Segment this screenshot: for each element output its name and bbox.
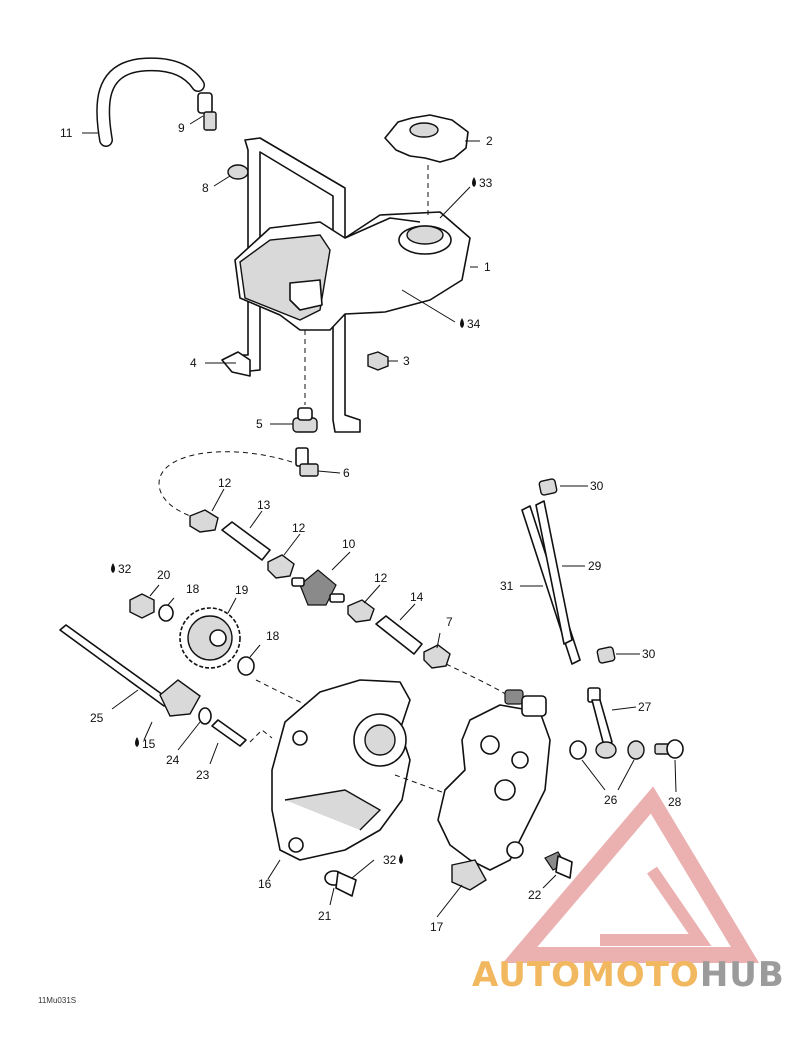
oil-filter [291, 569, 345, 606]
oil-drop-icon [111, 563, 115, 573]
callout-30a: 30 [590, 479, 604, 493]
callout-10: 10 [342, 537, 356, 551]
callout-20: 20 [157, 568, 171, 582]
vent-hose [96, 57, 205, 147]
pump-cover [271, 679, 411, 861]
callout-34: 34 [467, 317, 481, 331]
watermark-logo [502, 786, 760, 963]
cable-guide-rod [521, 500, 581, 665]
callout-32a: 32 [118, 562, 132, 576]
callout-16: 16 [258, 877, 272, 891]
washer [569, 740, 587, 760]
callout-30b: 30 [642, 647, 656, 661]
callout-17: 17 [430, 920, 444, 934]
vent-fitting [197, 92, 217, 131]
callout-12c: 12 [374, 571, 388, 585]
callout-11: 11 [60, 126, 73, 140]
washer [198, 707, 212, 725]
callout-29: 29 [588, 559, 602, 573]
nut [129, 593, 155, 619]
nut [367, 351, 389, 371]
oil-drop-icon [399, 854, 403, 864]
hose-clamp [189, 509, 219, 533]
callout-1: 1 [484, 260, 491, 274]
callout-12a: 12 [218, 476, 232, 490]
callout-22: 22 [528, 888, 542, 902]
callout-6: 6 [343, 466, 350, 480]
bolt [654, 739, 684, 759]
drive-gear [179, 607, 241, 669]
watermark-text: AUTOMOTOHUB [472, 955, 785, 995]
oil-drop-icon [135, 737, 139, 747]
rod-cap [596, 646, 616, 664]
outlet-grommet [292, 407, 318, 433]
oil-line [221, 521, 271, 561]
grommet [227, 164, 249, 180]
pin [211, 719, 247, 747]
lubricant-icon-group [111, 177, 476, 864]
callout-32b: 32 [383, 853, 397, 867]
oil-drop-icon [460, 318, 464, 328]
callout-18b: 18 [266, 629, 280, 643]
washer [627, 740, 645, 760]
callout-24: 24 [166, 753, 180, 767]
callout-7: 7 [446, 615, 453, 629]
watermark-part2: HUB [700, 955, 785, 995]
callout-26: 26 [604, 793, 618, 807]
hose-clamp [267, 554, 295, 579]
screw [324, 870, 357, 897]
oil-drop-icon [472, 177, 476, 187]
oil-reservoir [234, 211, 471, 331]
callout-13: 13 [257, 498, 271, 512]
callout-28: 28 [668, 795, 682, 809]
callout-21: 21 [318, 909, 332, 923]
callout-3: 3 [403, 354, 410, 368]
callout-15: 15 [142, 737, 156, 751]
leader-lines [82, 115, 677, 918]
callout-14: 14 [410, 590, 424, 604]
washer [237, 656, 255, 676]
drawing-code: 11Mu031S [38, 996, 77, 1005]
rod-cap [538, 478, 558, 496]
pump-shaft [59, 624, 201, 717]
callout-27: 27 [638, 700, 652, 714]
callout-4: 4 [190, 356, 197, 370]
washer [158, 604, 174, 622]
callout-labels: 1 2 3 4 5 6 7 8 9 10 11 12 12 12 13 14 1… [60, 121, 682, 934]
watermark-part1: AUTOMOTO [472, 955, 700, 995]
callout-23: 23 [196, 768, 210, 782]
callout-18a: 18 [186, 582, 200, 596]
callout-33: 33 [479, 176, 493, 190]
oil-pump [437, 689, 551, 891]
oil-line [375, 615, 423, 655]
callout-31: 31 [500, 579, 514, 593]
callout-2: 2 [486, 134, 493, 148]
callout-25: 25 [90, 711, 104, 725]
svg-text:AUTOMOTOHUB: AUTOMOTOHUB [472, 955, 785, 995]
cable-anchor [587, 687, 617, 759]
hose-clamp [347, 599, 375, 623]
elbow-fitting [295, 447, 319, 477]
callout-19: 19 [235, 583, 249, 597]
callout-5: 5 [256, 417, 263, 431]
callout-8: 8 [202, 181, 209, 195]
callout-9: 9 [178, 121, 185, 135]
screw [544, 851, 573, 879]
callout-12b: 12 [292, 521, 306, 535]
reservoir-cap [384, 114, 469, 163]
